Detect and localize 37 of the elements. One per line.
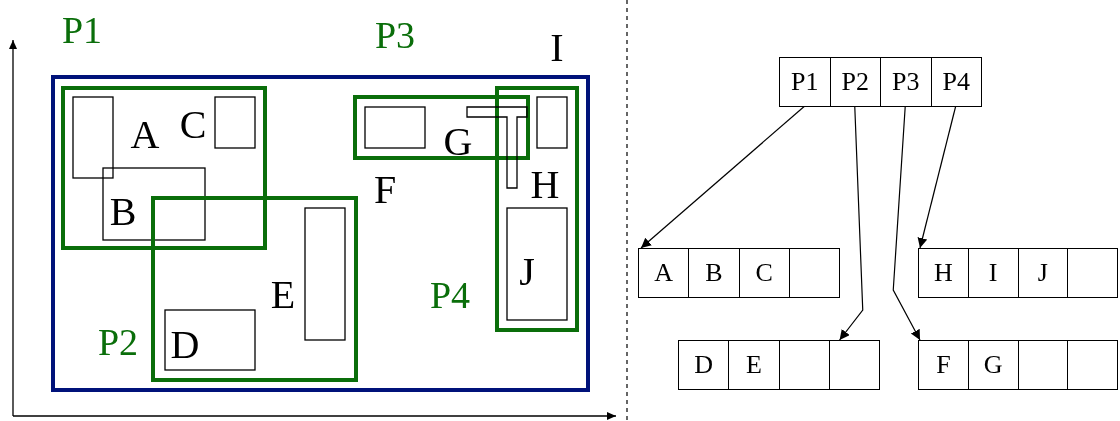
entry-cell: G [967, 341, 1018, 389]
tree-node [918, 340, 1118, 390]
partition-label: P1 [61, 11, 103, 49]
arrow [892, 105, 921, 341]
entry-cell: D [679, 341, 729, 389]
entry-cell: P3 [880, 58, 931, 106]
region-label: I [550, 28, 564, 68]
tree-node [779, 57, 982, 107]
entry-cell: E [728, 341, 779, 389]
entry-cell: P1 [780, 58, 830, 106]
tree-node [638, 248, 840, 298]
region-label: B [109, 192, 137, 232]
arrow [839, 105, 864, 341]
region-label: D [170, 325, 200, 365]
partition-label: P4 [429, 276, 471, 314]
tree-node [678, 340, 880, 390]
region-label: G [443, 122, 473, 162]
partition-label: P3 [374, 16, 416, 54]
region-label: A [130, 115, 160, 155]
arrow [917, 105, 957, 249]
entry-cell: P4 [930, 58, 981, 106]
arrow [640, 105, 806, 249]
entry-cell: J [1017, 249, 1068, 297]
region-label: F [373, 170, 397, 210]
tree-node [918, 248, 1118, 298]
entry-cell: H [919, 249, 968, 297]
entry-cell: I [967, 249, 1018, 297]
region-label: H [530, 165, 560, 205]
entry-cell: F [919, 341, 968, 389]
entry-cell: C [738, 249, 789, 297]
region-label: J [519, 252, 535, 292]
region-label: C [179, 105, 207, 145]
entry-cell: P2 [829, 58, 880, 106]
region-label: E [270, 275, 296, 315]
entry-cell: B [688, 249, 739, 297]
partition-label: P2 [97, 323, 139, 361]
entry-cell: A [639, 249, 689, 297]
